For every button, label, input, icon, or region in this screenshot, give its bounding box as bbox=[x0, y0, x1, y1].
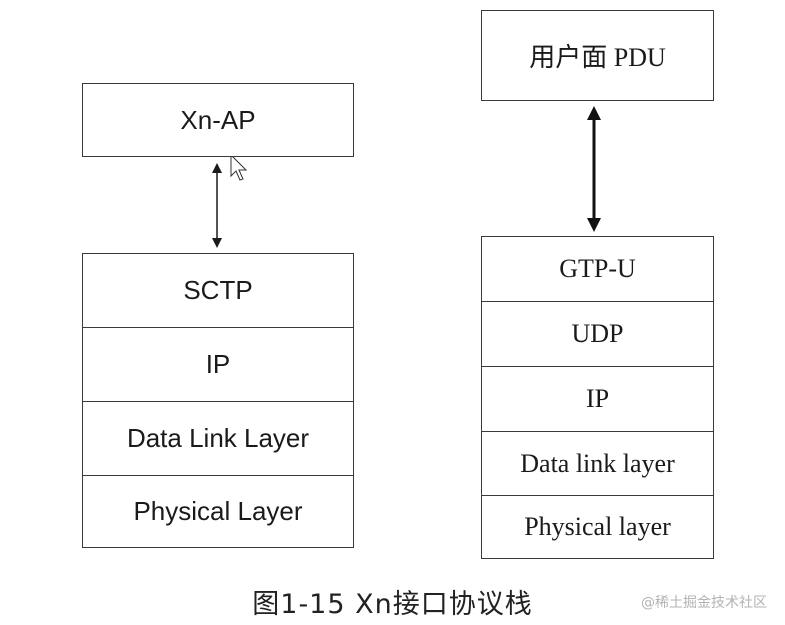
xn-ap-label: Xn-AP bbox=[180, 104, 256, 135]
user-plane-pdu-label: 用户面 PDU bbox=[529, 43, 666, 72]
layer-data-link-right: Data link layer bbox=[482, 431, 713, 495]
layer-ip: IP bbox=[83, 327, 353, 401]
layer-sctp: SCTP bbox=[83, 254, 353, 327]
layer-data-link-label: Data Link Layer bbox=[126, 423, 310, 453]
layer-udp: UDP bbox=[482, 301, 713, 366]
watermark: @稀土掘金技术社区 bbox=[641, 595, 767, 611]
layer-ip-right-label: IP bbox=[585, 384, 610, 413]
figure-caption: 图1-15 Xn接口协议栈 bbox=[252, 589, 533, 620]
layer-physical-label: Physical Layer bbox=[133, 496, 303, 526]
layer-gtp-u-label: GTP-U bbox=[559, 254, 636, 283]
layer-ip-right: IP bbox=[482, 366, 713, 431]
layer-data-link: Data Link Layer bbox=[83, 401, 353, 475]
mouse-cursor-icon bbox=[230, 153, 248, 181]
right-protocol-stack: GTP-U UDP IP Data link layer Physical la… bbox=[481, 236, 714, 559]
layer-physical-right: Physical layer bbox=[482, 495, 713, 558]
left-protocol-stack: SCTP IP Data Link Layer Physical Layer bbox=[82, 253, 354, 548]
layer-physical-right-label: Physical layer bbox=[524, 512, 671, 541]
layer-ip-label: IP bbox=[205, 349, 231, 379]
xn-ap-box: Xn-AP bbox=[82, 83, 354, 157]
layer-data-link-right-label: Data link layer bbox=[520, 448, 675, 478]
layer-udp-label: UDP bbox=[571, 319, 624, 348]
layer-sctp-label: SCTP bbox=[183, 275, 253, 305]
user-plane-pdu-box: 用户面 PDU bbox=[481, 10, 714, 101]
layer-physical: Physical Layer bbox=[83, 475, 353, 547]
layer-gtp-u: GTP-U bbox=[482, 237, 713, 301]
